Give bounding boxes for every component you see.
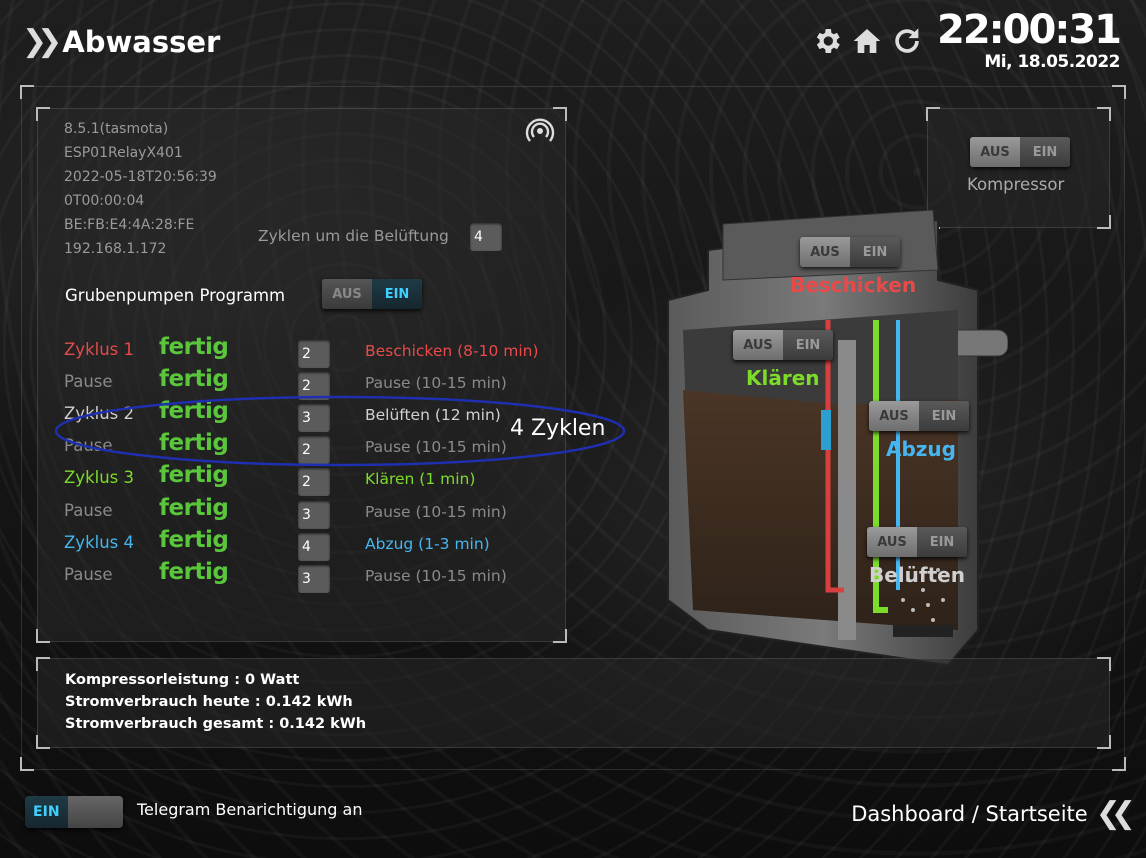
home-icon[interactable] xyxy=(850,22,884,60)
double-chevron-left-icon: ❮❮ xyxy=(1095,796,1136,831)
klaeren-label: Klären xyxy=(746,366,820,390)
toggle-off-label: AUS xyxy=(867,527,917,557)
toggle-off-label: AUS xyxy=(869,401,919,431)
toggle-off-label: AUS xyxy=(800,237,850,267)
device-info: 8.5.1(tasmota) ESP01RelayX401 2022-05-18… xyxy=(64,117,217,261)
double-chevron-right-icon[interactable]: ❯❯ xyxy=(22,24,62,59)
cycle-phase: Abzug (1-3 min) xyxy=(365,535,490,553)
cycle-status: fertig xyxy=(159,430,229,456)
cycle-row: Zyklus 4 fertig 4 Abzug (1-3 min) xyxy=(64,527,554,561)
page-title: Abwasser xyxy=(62,24,221,59)
cycle-status: fertig xyxy=(159,495,229,521)
cycle-status: fertig xyxy=(159,462,229,488)
belueften-toggle[interactable]: AUS EIN xyxy=(867,527,967,557)
program-toggle[interactable]: AUS EIN xyxy=(322,279,422,309)
gear-icon[interactable] xyxy=(810,22,844,60)
telegram-toggle[interactable]: EIN xyxy=(25,796,123,828)
device-mac: BE:FB:E4:4A:28:FE xyxy=(64,217,195,233)
cycle-duration-input[interactable]: 3 xyxy=(298,501,330,529)
toggle-on-label: EIN xyxy=(1020,137,1070,167)
device-ip: 192.168.1.172 xyxy=(64,241,167,257)
cycle-name: Zyklus 3 xyxy=(64,468,135,487)
header-icons xyxy=(810,22,924,60)
cycle-phase: Klären (1 min) xyxy=(365,470,476,488)
annotation-ellipse xyxy=(54,395,626,467)
device-uptime: 0T00:00:04 xyxy=(64,193,145,209)
toggle-off-label: AUS xyxy=(733,330,783,360)
dashboard-link-label: Dashboard / Startseite xyxy=(851,801,1088,826)
cycle-duration-input[interactable]: 4 xyxy=(298,533,330,561)
cycle-phase: Pause (10-15 min) xyxy=(365,374,507,392)
cycle-name: Zyklus 1 xyxy=(64,340,135,359)
cycle-row: Zyklus 1 fertig 2 Beschicken (8-10 min) xyxy=(64,334,554,368)
cycle-duration-input[interactable]: 2 xyxy=(298,468,330,496)
refresh-icon[interactable] xyxy=(890,22,924,60)
cycle-row: Pause fertig 3 Pause (10-15 min) xyxy=(64,495,554,529)
device-name: ESP01RelayX401 xyxy=(64,145,183,161)
toggle-off-label: AUS xyxy=(322,279,372,309)
toggle-on-label: EIN xyxy=(783,330,833,360)
dashboard-link[interactable]: Dashboard / Startseite ❮❮ xyxy=(851,796,1136,831)
program-label: Grubenpumpen Programm xyxy=(65,286,286,305)
cycles-input[interactable]: 4 xyxy=(470,223,502,251)
stats-block: Kompressorleistung : 0 Watt Stromverbrau… xyxy=(65,669,366,735)
cycle-status: fertig xyxy=(159,334,229,360)
cycle-duration-input[interactable]: 2 xyxy=(298,372,330,400)
cycle-duration-input[interactable]: 3 xyxy=(298,404,330,432)
wifi-signal-icon xyxy=(525,116,555,150)
compressor-power: Kompressorleistung : 0 Watt xyxy=(65,672,300,688)
clock: 22:00:31 Mi, 18.05.2022 xyxy=(937,7,1122,72)
toggle-on-label: EIN xyxy=(917,527,967,557)
cycle-name: Zyklus 4 xyxy=(64,533,135,552)
beschicken-toggle[interactable]: AUS EIN xyxy=(800,237,900,267)
page-title-bar: ❯❯ Abwasser xyxy=(22,24,220,59)
telegram-label: Telegram Benarichtigung an xyxy=(137,800,363,819)
cycles-label: Zyklen um die Belüftung xyxy=(258,227,449,245)
klaeren-toggle[interactable]: AUS EIN xyxy=(733,330,833,360)
cycle-row: Zyklus 3 fertig 2 Klären (1 min) xyxy=(64,462,554,496)
cycle-name: Pause xyxy=(64,565,113,584)
cycle-duration-input[interactable]: 3 xyxy=(298,565,330,593)
toggle-on-label: EIN xyxy=(25,796,68,828)
cycle-status: fertig xyxy=(159,366,229,392)
consumption-today: Stromverbrauch heute : 0.142 kWh xyxy=(65,694,353,710)
toggle-knob xyxy=(67,796,123,828)
cycle-phase: Belüften (12 min) xyxy=(365,406,501,424)
toggle-off-label: AUS xyxy=(970,137,1020,167)
clock-time: 22:00:31 xyxy=(937,7,1122,53)
compressor-toggle[interactable]: AUS EIN xyxy=(970,137,1070,167)
device-timestamp: 2022-05-18T20:56:39 xyxy=(64,169,217,185)
abzug-label: Abzug xyxy=(886,437,956,461)
cycle-duration-input[interactable]: 2 xyxy=(298,340,330,368)
firmware-version: 8.5.1(tasmota) xyxy=(64,121,169,137)
abzug-toggle[interactable]: AUS EIN xyxy=(869,401,969,431)
compressor-panel xyxy=(926,107,1111,229)
compressor-label: Kompressor xyxy=(967,175,1065,194)
clock-date: Mi, 18.05.2022 xyxy=(984,52,1120,72)
consumption-total: Stromverbrauch gesamt : 0.142 kWh xyxy=(65,716,367,732)
cycle-name: Pause xyxy=(64,372,113,391)
belueften-label: Belüften xyxy=(869,563,965,587)
stats-panel xyxy=(36,657,1111,749)
cycle-phase: Pause (10-15 min) xyxy=(365,567,507,585)
annotation-label: 4 Zyklen xyxy=(510,416,606,441)
toggle-on-label: EIN xyxy=(372,279,422,309)
beschicken-label: Beschicken xyxy=(790,273,917,297)
cycle-row: Pause fertig 2 Pause (10-15 min) xyxy=(64,366,554,400)
cycle-phase: Pause (10-15 min) xyxy=(365,438,507,456)
cycle-row: Pause fertig 3 Pause (10-15 min) xyxy=(64,559,554,593)
cycle-name: Pause xyxy=(64,501,113,520)
toggle-on-label: EIN xyxy=(850,237,900,267)
toggle-on-label: EIN xyxy=(919,401,969,431)
cycle-phase: Beschicken (8-10 min) xyxy=(365,342,539,360)
cycle-duration-input[interactable]: 2 xyxy=(298,436,330,464)
main-frame xyxy=(20,85,1126,771)
cycle-status: fertig xyxy=(159,527,229,553)
cycle-status: fertig xyxy=(159,559,229,585)
cycle-phase: Pause (10-15 min) xyxy=(365,503,507,521)
